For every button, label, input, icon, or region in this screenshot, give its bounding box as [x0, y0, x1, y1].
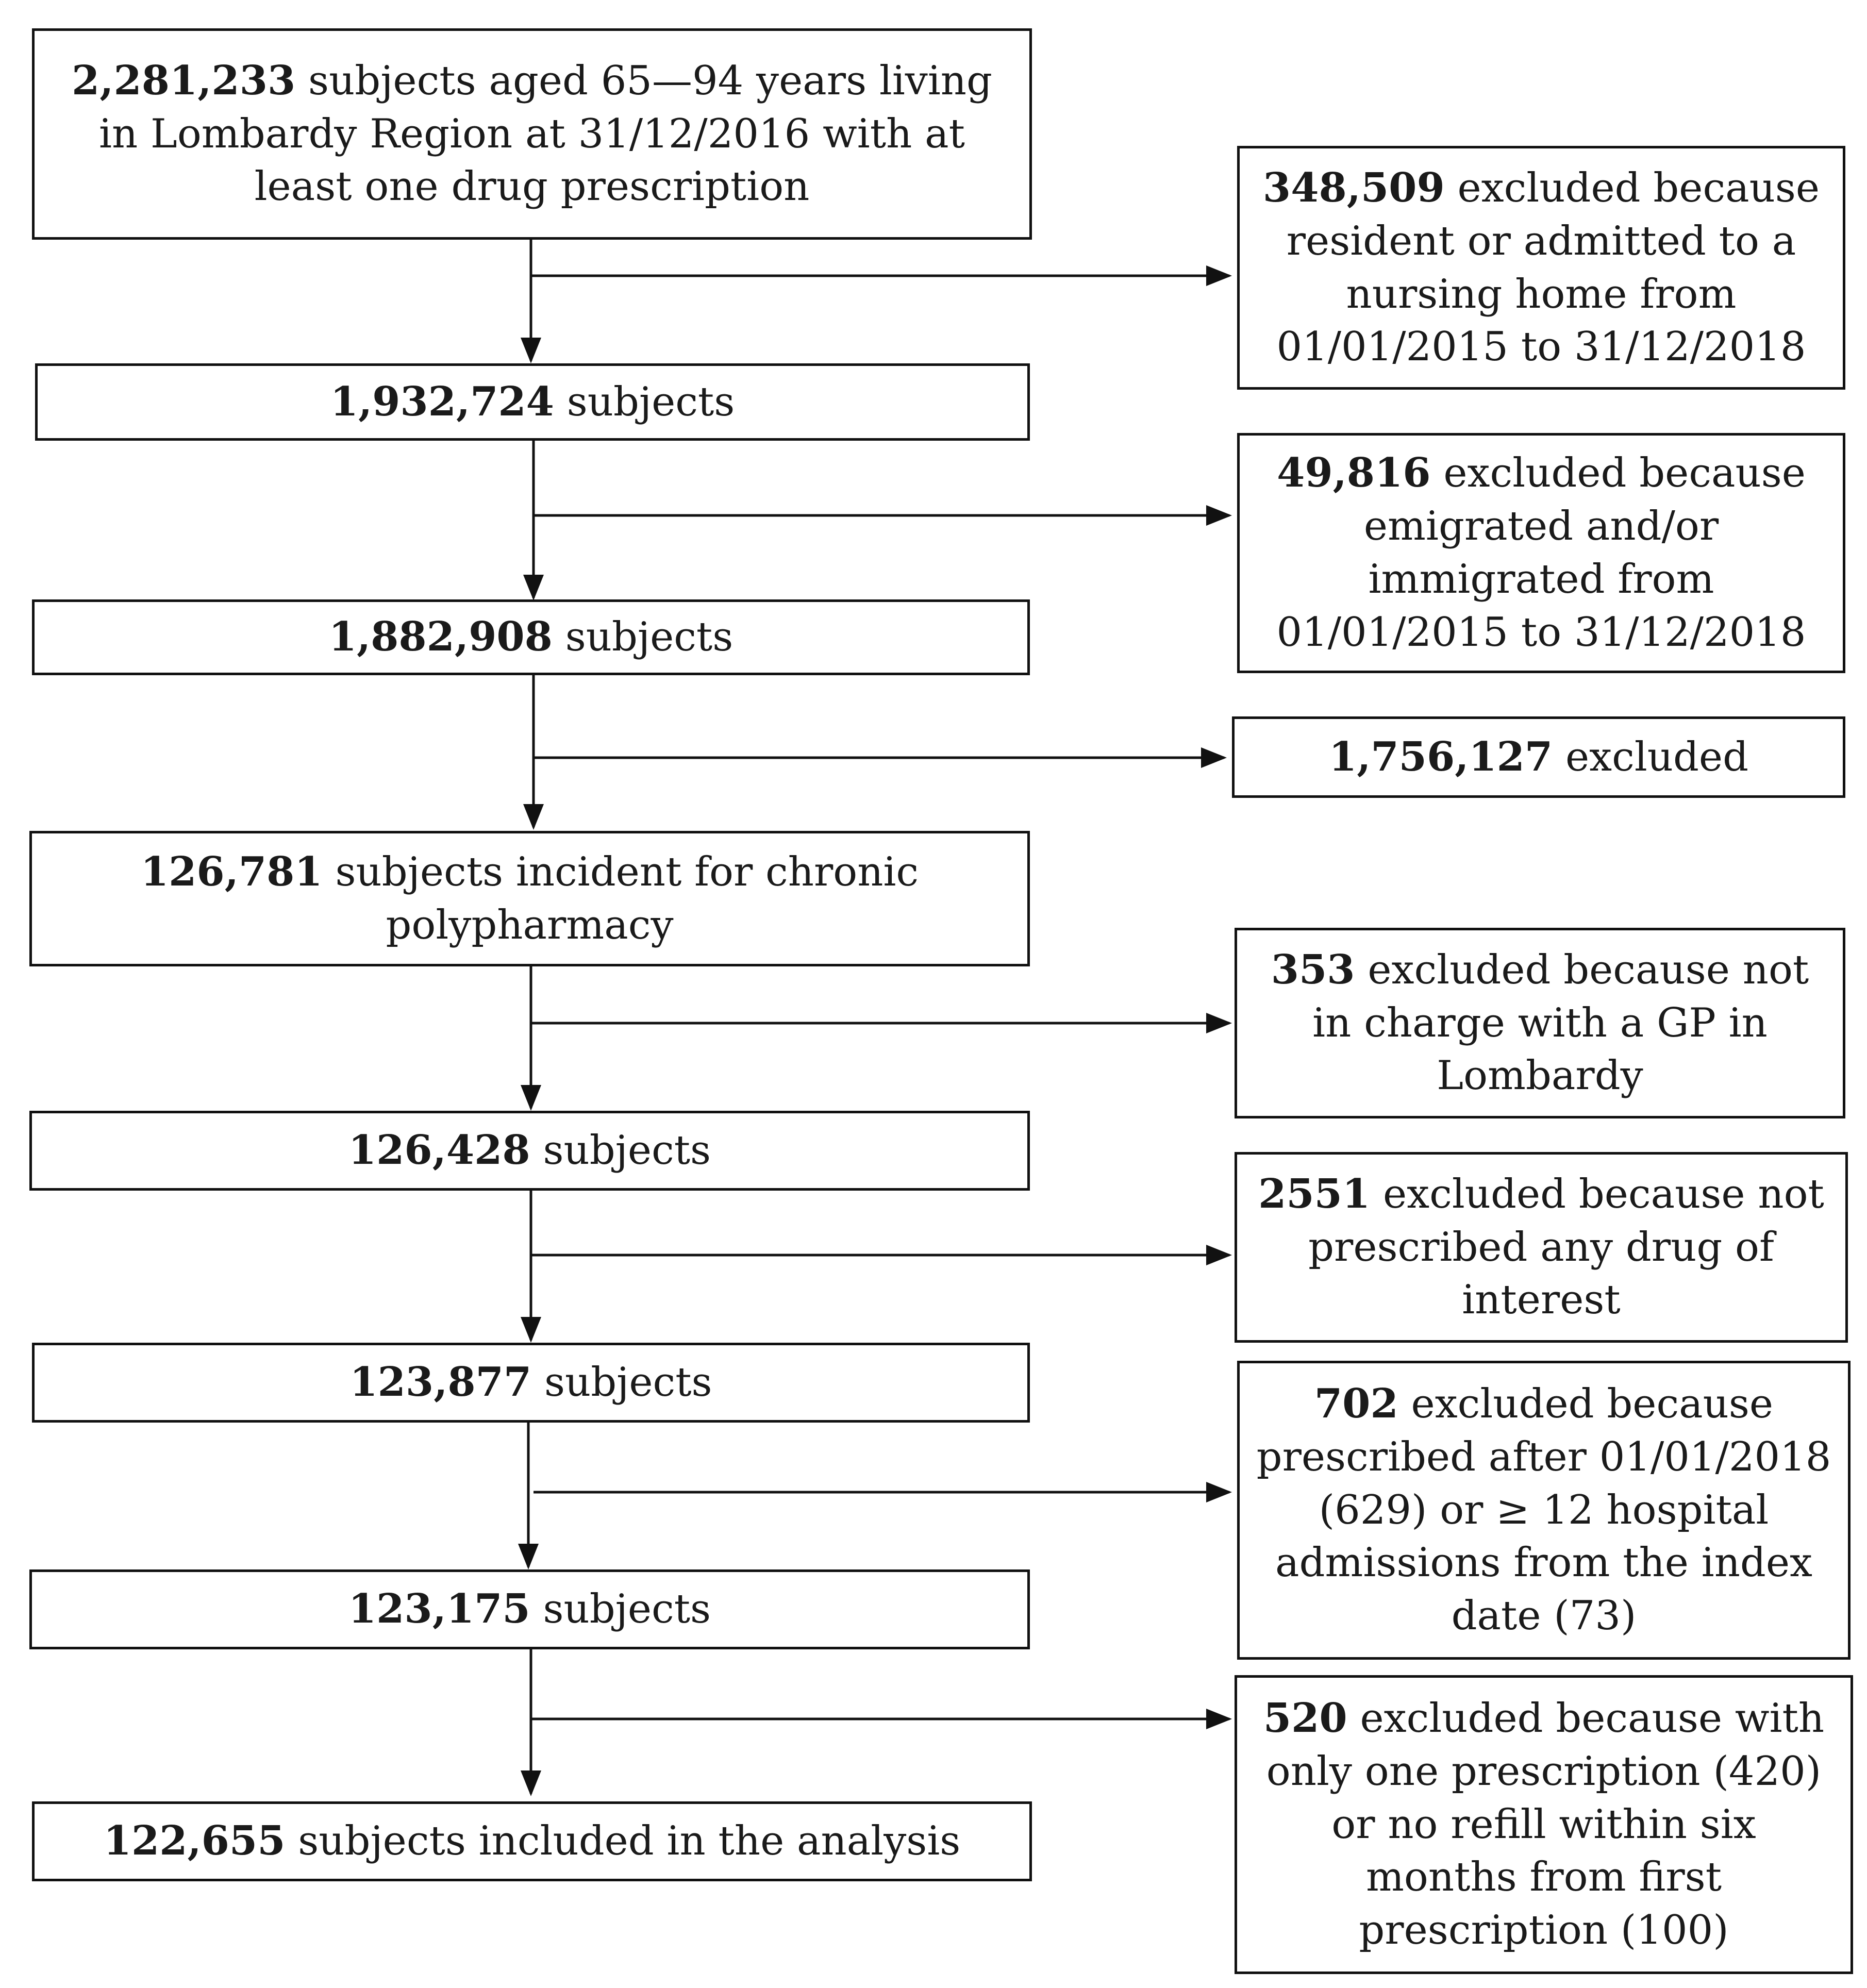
flow-text: subjects aged 65—94 years living in Lomb… — [99, 57, 992, 210]
flow-box-step6: 123,175 subjects — [29, 1569, 1030, 1649]
exclusion-text: excluded because not prescribed any drug… — [1308, 1171, 1824, 1324]
exclusion-count: 702 — [1314, 1380, 1398, 1427]
exclusion-box-3: 1,756,127 excluded — [1232, 716, 1845, 798]
flow-count: 2,281,233 — [72, 57, 296, 104]
exclusion-text: excluded because with only one prescript… — [1266, 1695, 1825, 1954]
flow-box-step5: 123,877 subjects — [32, 1343, 1030, 1423]
exclusion-count: 348,509 — [1262, 164, 1445, 211]
exclusion-text: excluded because not in charge with a GP… — [1312, 946, 1809, 1099]
exclusion-box-7: 520 excluded because with only one presc… — [1235, 1675, 1853, 1974]
flow-box-step2: 1,882,908 subjects — [32, 599, 1030, 675]
flow-text: subjects — [544, 1359, 712, 1406]
flow-count: 123,877 — [349, 1359, 532, 1406]
exclusion-box-6: 702 excluded because prescribed after 01… — [1237, 1361, 1851, 1660]
flow-count: 1,882,908 — [328, 613, 553, 661]
exclusion-count: 49,816 — [1277, 449, 1431, 497]
exclusion-text: excluded because emigrated and/or immigr… — [1276, 450, 1806, 656]
exclusion-count: 1,756,127 — [1328, 733, 1553, 780]
flow-text: subjects included in the analysis — [298, 1818, 961, 1865]
exclusion-count: 2551 — [1258, 1170, 1371, 1217]
flow-count: 1,932,724 — [330, 378, 554, 425]
exclusion-text: excluded because resident or admitted to… — [1276, 164, 1820, 371]
exclusion-count: 520 — [1263, 1694, 1347, 1742]
flow-text: subjects — [543, 1586, 711, 1633]
flow-box-step1: 1,932,724 subjects — [35, 363, 1030, 441]
flow-box-final: 122,655 subjects included in the analysi… — [32, 1801, 1032, 1881]
flow-box-step3: 126,781 subjects incident for chronic po… — [29, 831, 1030, 966]
exclusion-box-2: 49,816 excluded because emigrated and/or… — [1237, 433, 1845, 673]
exclusion-box-5: 2551 excluded because not prescribed any… — [1235, 1152, 1848, 1343]
exclusion-count: 353 — [1271, 946, 1355, 993]
flow-text: subjects — [566, 378, 735, 425]
flow-text: subjects — [543, 1127, 711, 1174]
flow-count: 123,175 — [348, 1585, 530, 1633]
exclusion-text: excluded because prescribed after 01/01/… — [1256, 1380, 1831, 1640]
exclusion-box-1: 348,509 excluded because resident or adm… — [1237, 146, 1845, 390]
flow-text: subjects — [565, 614, 734, 661]
flow-box-step4: 126,428 subjects — [29, 1111, 1030, 1191]
flow-count: 126,781 — [140, 848, 323, 895]
flow-box-start: 2,281,233 subjects aged 65—94 years livi… — [32, 28, 1032, 240]
exclusion-box-4: 353 excluded because not in charge with … — [1235, 928, 1845, 1118]
flow-text: subjects incident for chronic polypharma… — [335, 848, 919, 948]
exclusion-text: excluded — [1565, 733, 1749, 780]
flow-count: 122,655 — [103, 1817, 286, 1865]
flow-count: 126,428 — [348, 1127, 530, 1174]
